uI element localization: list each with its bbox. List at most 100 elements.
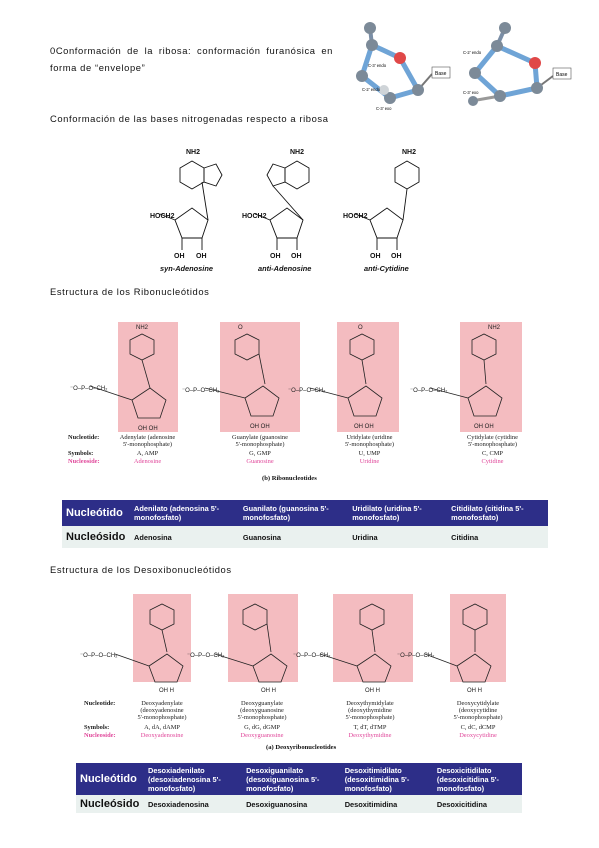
gmp-structure <box>204 333 280 417</box>
ribo-table-h4: Citidilato (citidina 5'-monofosfato) <box>451 504 524 522</box>
svg-text:OH: OH <box>174 253 185 260</box>
deoxy-table: Nucleótido Desoxiadenilato (desoxiadenos… <box>76 763 522 813</box>
deoxy-caption: (a) Deoxyribonucleotides <box>266 744 337 751</box>
svg-text:Base: Base <box>435 71 447 77</box>
ribose-title: 0Conformación de la ribosa: conformación… <box>50 42 333 76</box>
ribo-nucleoside-g: Guanosine <box>246 458 274 465</box>
ribo-table-h1: Adenilato (adenosina 5'-monofosfato) <box>134 504 220 522</box>
deoxy-table-h4: Desoxicitidilato (desoxicitidina 5'-mono… <box>436 765 499 793</box>
ribo-row-label-nucleoside: Nucleoside: <box>68 458 100 465</box>
deoxy-table-r2: Desoxiguanosina <box>246 799 308 809</box>
deoxy-nucleoside-g: Deoxyguanosine <box>240 732 284 739</box>
ribo-caption: (b) Ribonucleotides <box>262 475 317 482</box>
svg-text:C-3' endo: C-3' endo <box>368 63 387 68</box>
svg-text:OH: OH <box>370 253 381 260</box>
ribose-title-line1: 0Conformación de la ribosa: conformación… <box>50 45 333 56</box>
ribo-table-r3: Uridina <box>352 532 378 542</box>
svg-text:OH: OH <box>291 253 302 260</box>
svg-text:NH2: NH2 <box>402 149 416 156</box>
deoxy-nucleoside-a: Deoxyadenosine <box>140 732 184 739</box>
svg-text:Base: Base <box>556 72 568 78</box>
ump-structure <box>309 333 383 417</box>
c2-endo-model: Base C-2' endo C-3' exo <box>463 22 572 106</box>
svg-text:⁻O–P–O–CH₂: ⁻O–P–O–CH₂ <box>187 653 225 659</box>
anti-cytidine-structure <box>354 160 420 250</box>
ribo-table-h0: Nucleótido <box>66 507 123 519</box>
anti-adenosine-label: anti-Adenosine <box>258 264 311 273</box>
c3-endo-model: Base C-3' endo C-2' endo C-3' exo <box>356 22 451 111</box>
anti-adenosine-structure <box>254 160 310 250</box>
svg-text:⁻O–P–O–CH₂: ⁻O–P–O–CH₂ <box>288 388 326 394</box>
deoxy-section-title: Estructura de los Desoxibonucleótidos <box>50 564 232 575</box>
syn-adenosine-structure <box>159 160 223 250</box>
ribo-base-highlight-g <box>220 322 300 432</box>
svg-text:OH: OH <box>196 253 207 260</box>
svg-text:OH: OH <box>270 253 281 260</box>
ribo-symbols-u: U, UMP <box>358 450 381 457</box>
deoxy-table-h3: Desoxitimidilato (desoxitimidina 5'-mono… <box>344 765 410 793</box>
ribo-row-label-nucleotide: Nucleotide: <box>68 434 100 441</box>
deoxy-table-row: Nucleósido Desoxiadenosina Desoxiguanosi… <box>76 795 522 813</box>
svg-text:⁻O–P–O–CH₂: ⁻O–P–O–CH₂ <box>80 653 118 659</box>
ribonucleotide-structures: NH2 O O NH2 ⁻O–P–O–CH₂ ⁻O–P–O–CH₂ ⁻O–P–O… <box>70 325 503 432</box>
svg-text:HOCH2: HOCH2 <box>242 213 267 220</box>
svg-text:⁻O–P–O–CH₂: ⁻O–P–O–CH₂ <box>410 388 448 394</box>
syn-adenosine-label: syn-Adenosine <box>160 264 213 273</box>
ribose-title-line2: forma de “envelope” <box>50 62 146 73</box>
ribo-nucleoside-c: Cytidine <box>481 458 504 465</box>
ribo-table-r1: Adenosina <box>134 532 172 542</box>
ribo-base-highlight-c <box>460 322 522 432</box>
ribo-table-h2: Guanilato (guanosina 5'-monofosfato) <box>242 504 329 522</box>
deoxy-table-r0: Nucleósido <box>80 798 140 810</box>
svg-text:NH2: NH2 <box>136 325 149 331</box>
svg-text:NH2: NH2 <box>186 149 200 156</box>
svg-text:C-3' exo: C-3' exo <box>376 106 392 111</box>
ribo-base-highlight-u <box>337 322 399 432</box>
ribo-section-title: Estructura de los Ribonucleótidos <box>50 286 210 297</box>
ribose-conformation-figure: Base C-3' endo C-2' endo C-3' exo Base C… <box>356 22 572 111</box>
deoxy-symbols-t: T, dT, dTMP <box>353 724 387 731</box>
anti-cytidine-label: anti-Cytidine <box>364 264 409 273</box>
svg-text:OH OH: OH OH <box>354 424 374 430</box>
ribo-table-r2: Guanosina <box>242 532 282 542</box>
svg-text:OH OH: OH OH <box>474 424 494 430</box>
ribo-symbols-a: A, AMP <box>136 450 159 457</box>
svg-text:⁻O–P–O–CH₂: ⁻O–P–O–CH₂ <box>70 386 108 392</box>
cmp-structure <box>429 333 503 417</box>
deoxy-symbols-g: G, dG, dGMP <box>244 724 280 731</box>
svg-text:⁻O–P–O–CH₂: ⁻O–P–O–CH₂ <box>293 653 331 659</box>
svg-text:C-2' endo: C-2' endo <box>362 87 381 92</box>
deoxy-table-r3: Desoxitimidina <box>344 799 398 809</box>
svg-text:OH H: OH H <box>159 688 174 694</box>
svg-text:NH2: NH2 <box>488 325 501 331</box>
deoxy-base-highlight-a <box>133 594 191 682</box>
svg-text:OH H: OH H <box>261 688 276 694</box>
deoxy-nucleoside-t: Deoxythymidine <box>348 732 392 739</box>
svg-text:OH H: OH H <box>467 688 482 694</box>
ribo-nucleoside-a: Adenosine <box>133 458 162 465</box>
deoxyribonucleotide-structures: ⁻O–P–O–CH₂ ⁻O–P–O–CH₂ ⁻O–P–O–CH₂ ⁻O–P–O–… <box>80 603 492 694</box>
deoxy-table-r4: Desoxicitidina <box>436 799 487 809</box>
deoxy-row-label-nucleoside: Nucleoside: <box>84 732 116 739</box>
bases-section-title: Conformación de las bases nitrogenadas r… <box>50 113 329 124</box>
svg-text:O: O <box>358 325 363 331</box>
deoxy-nucleoside-c: Deoxycytidine <box>459 732 497 739</box>
svg-text:C-2' endo: C-2' endo <box>463 50 482 55</box>
deoxy-table-h2: Desoxiguanilato (desoxiguanosina 5'-mono… <box>246 765 320 793</box>
svg-text:OH OH: OH OH <box>138 426 158 432</box>
ribo-symbols-c: C, CMP <box>482 450 503 457</box>
svg-text:NH2: NH2 <box>290 149 304 156</box>
ribo-table-row: Nucleósido Adenosina Guanosina Uridina C… <box>62 526 548 548</box>
ribo-nucleoside-u: Uridine <box>359 458 380 465</box>
deoxy-row-label-symbols: Symbols: <box>84 724 110 731</box>
deoxy-table-h1: Desoxiadenilato (desoxiadenosina 5'-mono… <box>148 765 221 793</box>
svg-text:OH H: OH H <box>365 688 380 694</box>
deoxy-symbols-a: A, dA, dAMP <box>144 724 180 731</box>
